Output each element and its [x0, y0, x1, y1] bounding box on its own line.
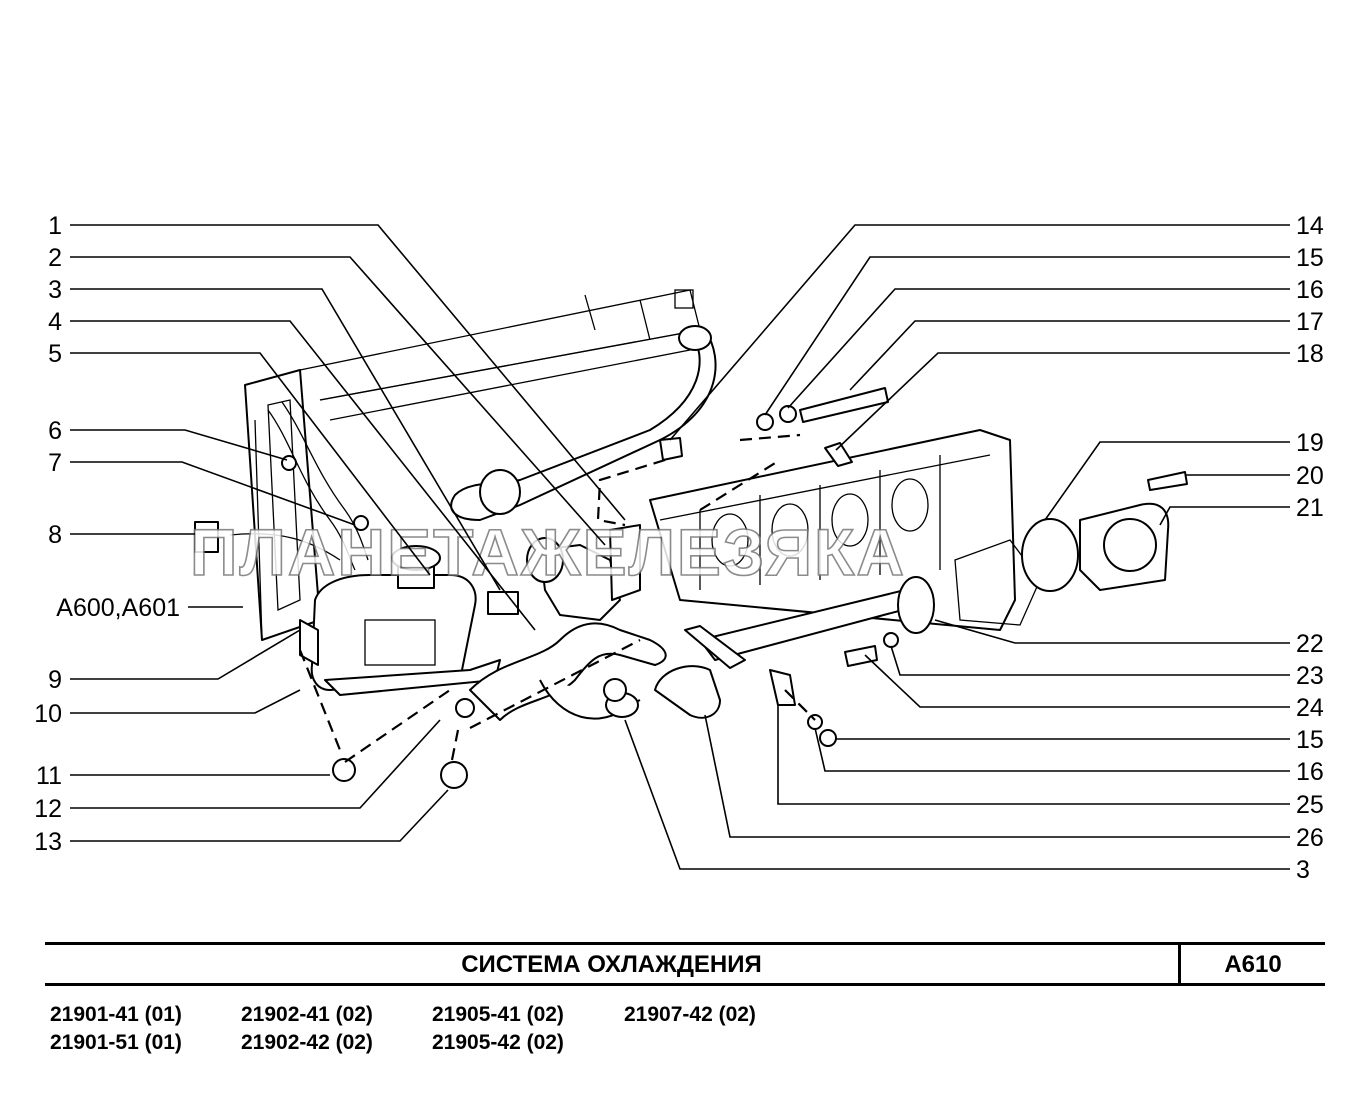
leader-line	[1159, 506, 1290, 526]
leader-line	[70, 689, 301, 714]
callout-label-26: 26	[1296, 824, 1324, 852]
callout-label-16: 16	[1296, 276, 1324, 304]
leader-line	[849, 320, 1290, 391]
callout-label-14: 14	[1296, 212, 1324, 240]
leader-line	[1044, 441, 1290, 521]
callout-label-19: 19	[1296, 429, 1324, 457]
leader-line	[70, 256, 606, 546]
callout-label-11: 11	[36, 762, 62, 790]
leader-line	[70, 352, 431, 576]
callout-labels: 12345678910111213A600,A60114151617181920…	[34, 212, 1324, 884]
leader-line	[835, 352, 1290, 451]
model-code: 21902-41 (02)	[241, 1003, 373, 1026]
callout-label-17: 17	[1296, 308, 1324, 336]
callout-label-6: 6	[48, 417, 62, 445]
leader-line	[890, 645, 1290, 676]
assembly-dash-lines	[229, 433, 816, 763]
model-code: 21907-42 (02)	[624, 1003, 756, 1026]
leader-line	[669, 224, 1290, 441]
callout-label-1: 1	[48, 212, 62, 240]
small-parts-drawing	[194, 387, 899, 789]
title-divider	[1178, 945, 1181, 983]
callout-label-25: 25	[1296, 791, 1324, 819]
leader-line	[704, 714, 1290, 838]
callout-label-10: 10	[34, 700, 62, 728]
model-code: 21905-41 (02)	[432, 1003, 564, 1026]
callout-label-21: 21	[1296, 494, 1324, 522]
callout-label-20: 20	[1296, 462, 1324, 490]
callout-label-23: 23	[1296, 662, 1324, 690]
leader-line	[70, 719, 441, 809]
leader-line	[934, 619, 1290, 644]
vent-hose-drawing	[267, 401, 369, 571]
leader-line	[70, 789, 449, 842]
leader-line	[624, 719, 1290, 870]
leader-line	[864, 654, 1290, 708]
leader-line	[70, 224, 626, 521]
reference-label: A600,A601	[56, 594, 180, 622]
callout-label-22: 22	[1296, 630, 1324, 658]
callout-label-7: 7	[48, 449, 62, 477]
callout-label-15: 15	[1296, 244, 1324, 272]
leader-line	[70, 320, 536, 631]
pipe-drawing	[654, 576, 935, 719]
leader-line	[787, 288, 1290, 409]
upper-hose-drawing	[450, 325, 717, 521]
callout-label-4: 4	[48, 308, 62, 336]
callout-label-5: 5	[48, 340, 62, 368]
callout-label-3: 3	[48, 276, 62, 304]
callout-label-24: 24	[1296, 694, 1324, 722]
callout-label-13: 13	[34, 828, 62, 856]
expansion-tank-drawing	[299, 545, 501, 696]
page-title: СИСТЕМА ОХЛАЖДЕНИЯ	[461, 951, 762, 978]
leader-line	[777, 705, 1290, 805]
watermark: ПЛАНЕТАЖЕЛЕЗЯКА	[190, 515, 906, 589]
callout-label-18: 18	[1296, 340, 1324, 368]
callout-label-16: 16	[1296, 758, 1324, 786]
leader-line	[70, 629, 301, 680]
model-code: 21901-41 (01)	[50, 1003, 182, 1026]
callout-label-9: 9	[48, 666, 62, 694]
title-table: СИСТЕМА ОХЛАЖДЕНИЯ A610	[45, 942, 1325, 986]
callout-label-3: 3	[1296, 856, 1310, 884]
leader-line	[70, 288, 501, 591]
leader-line	[814, 727, 1290, 772]
callout-label-15: 15	[1296, 726, 1324, 754]
model-code: 21902-42 (02)	[241, 1031, 373, 1054]
leader-line	[764, 256, 1290, 416]
water-pump-drawing	[1021, 471, 1188, 592]
page-code: A610	[1224, 951, 1282, 978]
thermostat-drawing	[487, 524, 641, 621]
radiator-drawing	[244, 289, 701, 641]
model-code: 21901-51 (01)	[50, 1031, 182, 1054]
leader-line	[70, 461, 356, 526]
model-code: 21905-42 (02)	[432, 1031, 564, 1054]
callout-label-8: 8	[48, 521, 62, 549]
callout-label-12: 12	[34, 795, 62, 823]
leader-line	[70, 429, 288, 461]
callout-label-2: 2	[48, 244, 62, 272]
